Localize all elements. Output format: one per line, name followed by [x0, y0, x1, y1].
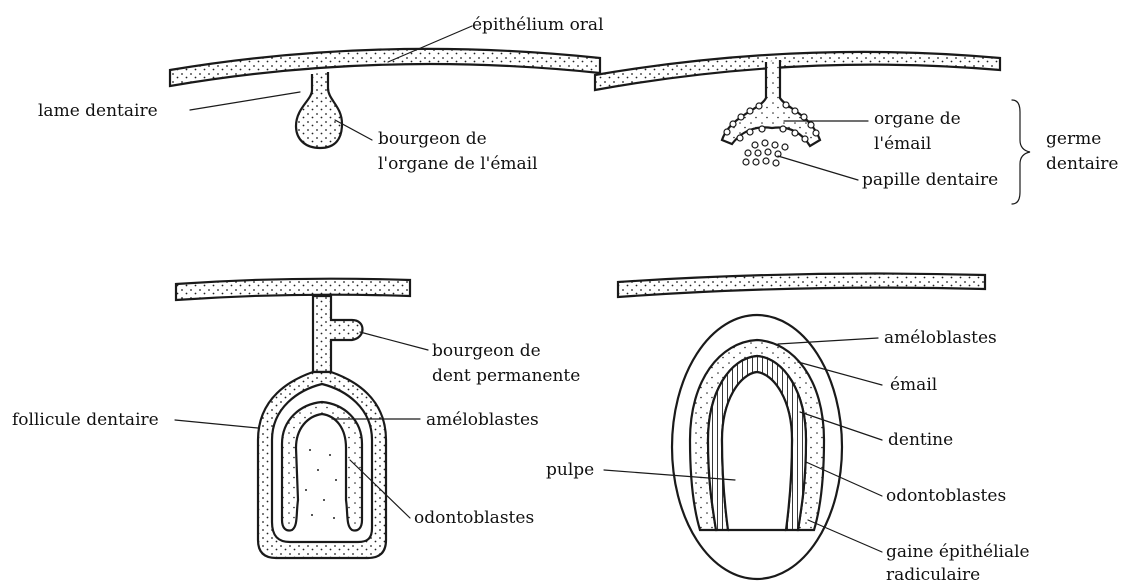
label-email-d: émail: [890, 375, 937, 395]
oral-epithelium-c: [176, 279, 410, 300]
label-bourgeon-organe-2: l'organe de l'émail: [378, 154, 538, 174]
oral-epithelium-a: [170, 49, 600, 86]
pulp-core: [722, 372, 792, 530]
label-ameloblastes-d: améloblastes: [884, 328, 997, 348]
label-bourgeon-perm-2: dent permanente: [432, 366, 580, 386]
label-dentine: dentine: [888, 430, 953, 450]
dental-lamina-c: [313, 296, 363, 372]
label-odontoblastes-c: odontoblastes: [414, 508, 534, 528]
label-organe-email-1: organe de: [874, 109, 961, 129]
label-ameloblastes-c: améloblastes: [426, 410, 539, 430]
label-germe-2: dentaire: [1046, 154, 1118, 174]
label-bourgeon-organe-1: bourgeon de: [378, 129, 487, 149]
enamel-organ-bud: [296, 72, 342, 148]
stage-bell: [176, 279, 410, 558]
stage-root: [618, 274, 985, 579]
label-epithelium-oral: épithélium oral: [472, 15, 604, 35]
label-organe-email-2: l'émail: [874, 134, 931, 154]
label-papille-dentaire: papille dentaire: [862, 170, 998, 190]
label-follicule-dentaire: follicule dentaire: [12, 410, 159, 430]
label-gaine-1: gaine épithéliale: [886, 542, 1030, 562]
label-germe-1: germe: [1046, 129, 1101, 149]
label-bourgeon-perm-1: bourgeon de: [432, 341, 541, 361]
enamel-organ-cap: [722, 60, 820, 146]
label-lame-dentaire: lame dentaire: [38, 101, 158, 121]
label-gaine-2: radiculaire: [886, 565, 980, 584]
oral-epithelium-d: [618, 274, 985, 297]
label-pulpe: pulpe: [546, 460, 594, 480]
germe-brace: [1012, 100, 1030, 204]
label-odontoblastes-d: odontoblastes: [886, 486, 1006, 506]
dental-papilla-cells: [743, 140, 788, 166]
oral-epithelium-b: [595, 52, 1000, 90]
